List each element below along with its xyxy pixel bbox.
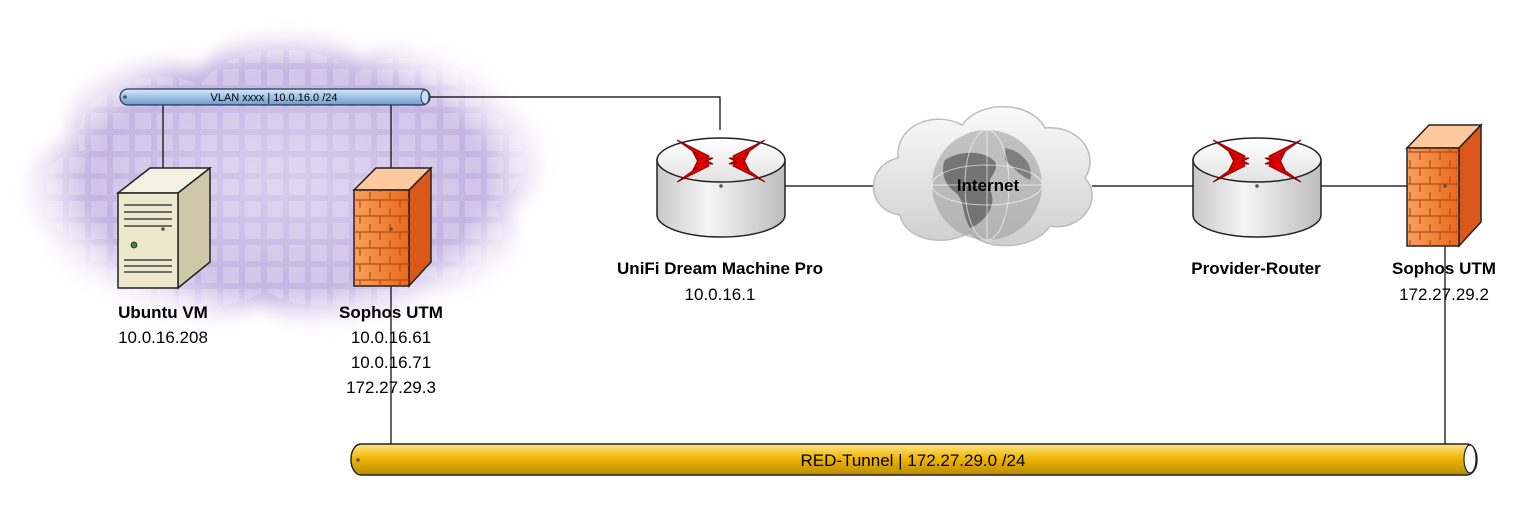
vlan-bus-label: VLAN xxxx | 10.0.16.0 /24	[211, 92, 338, 104]
server-icon	[115, 166, 213, 290]
unifi-node[interactable]: UniFi Dream Machine Pro 10.0.16.1	[617, 137, 823, 304]
virtual-network-cloud-icon	[23, 31, 547, 327]
provider-router-name: Provider-Router	[1191, 259, 1321, 278]
internet-cloud-icon	[872, 105, 1093, 247]
sophos-remote-name: Sophos UTM	[1392, 259, 1496, 278]
sophos-utm-remote-node[interactable]: Sophos UTM 172.27.29.2	[1392, 123, 1496, 304]
sophos-local-ip-2: 10.0.16.71	[351, 353, 431, 372]
connections	[162, 96, 1446, 448]
internet-node[interactable]: Internet	[872, 105, 1093, 247]
sophos-remote-ip: 172.27.29.2	[1399, 285, 1489, 304]
sophos-utm-local-node[interactable]: Sophos UTM 10.0.16.61 10.0.16.71 172.27.…	[339, 166, 443, 397]
ubuntu-vm-name: Ubuntu VM	[118, 303, 208, 322]
firewall-icon	[1405, 123, 1483, 248]
router-icon	[1192, 137, 1322, 238]
sophos-local-ip-1: 10.0.16.61	[351, 328, 431, 347]
ubuntu-vm-node[interactable]: Ubuntu VM 10.0.16.208	[115, 166, 213, 347]
unifi-ip: 10.0.16.1	[685, 285, 756, 304]
vlan-bus: VLAN xxxx | 10.0.16.0 /24	[119, 88, 431, 106]
red-tunnel: RED-Tunnel | 172.27.29.0 /24	[350, 443, 1478, 476]
internet-label: Internet	[957, 176, 1020, 195]
router-icon	[656, 137, 786, 238]
link-vlan-unifi	[429, 96, 721, 130]
ubuntu-vm-ip: 10.0.16.208	[118, 328, 208, 347]
globe-icon	[931, 129, 1043, 241]
sophos-local-ip-3: 172.27.29.3	[346, 378, 436, 397]
provider-router-node[interactable]: Provider-Router	[1191, 137, 1322, 278]
red-tunnel-label: RED-Tunnel | 172.27.29.0 /24	[801, 451, 1026, 470]
sophos-local-name: Sophos UTM	[339, 303, 443, 322]
firewall-icon	[352, 166, 433, 288]
unifi-name: UniFi Dream Machine Pro	[617, 259, 823, 278]
